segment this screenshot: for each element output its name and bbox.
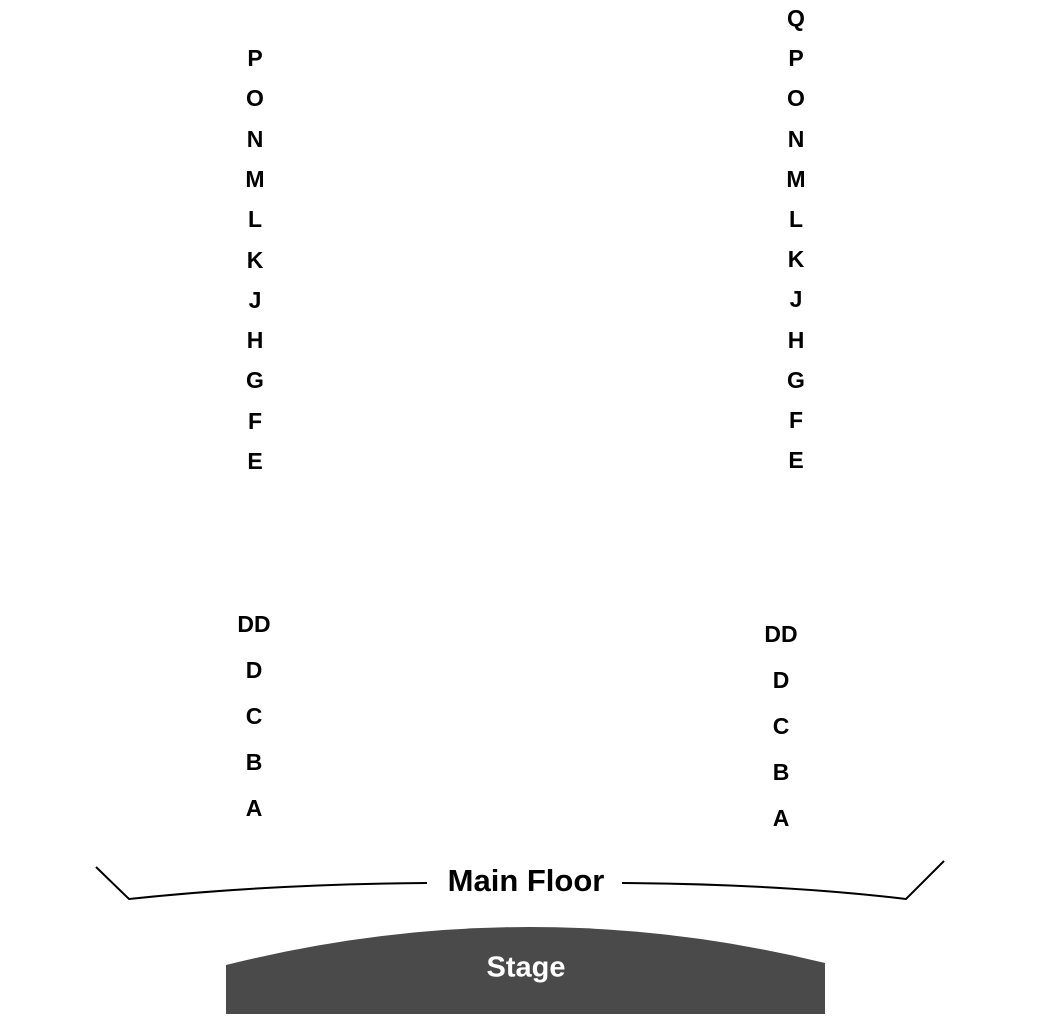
- row-label-dd: DD: [237, 611, 271, 637]
- row-label-l: L: [788, 206, 804, 232]
- row-label-a: A: [772, 805, 790, 831]
- row-label-e: E: [788, 447, 804, 474]
- main-floor-line-right: [621, 860, 945, 901]
- stage-shape: [226, 926, 825, 1014]
- row-label-dd: DD: [764, 621, 798, 647]
- row-label-h: H: [787, 326, 805, 353]
- row-label-o: O: [246, 85, 264, 112]
- stage-label: Stage: [486, 951, 566, 984]
- row-label-a: A: [245, 795, 263, 821]
- row-label-m: M: [245, 165, 265, 192]
- row-label-g: G: [787, 366, 805, 393]
- row-label-p: P: [247, 45, 263, 71]
- row-label-f: F: [788, 407, 804, 433]
- row-label-c: C: [245, 703, 263, 729]
- row-label-q: Q: [787, 5, 805, 31]
- row-label-h: H: [246, 327, 264, 354]
- row-label-p: P: [788, 45, 804, 72]
- row-label-b: B: [245, 749, 263, 775]
- row-label-b: B: [772, 759, 790, 785]
- row-label-d: D: [772, 667, 790, 693]
- main-floor-line-left: [95, 866, 428, 901]
- row-label-k: K: [246, 246, 264, 273]
- row-label-j: J: [789, 286, 803, 313]
- row-label-o: O: [787, 85, 805, 112]
- row-label-k: K: [787, 246, 805, 273]
- row-label-g: G: [246, 367, 264, 394]
- row-label-j: J: [248, 286, 262, 313]
- row-label-f: F: [247, 407, 263, 434]
- main-floor-label: Main Floor: [447, 863, 605, 898]
- row-label-d: D: [245, 657, 263, 683]
- row-label-c: C: [772, 713, 790, 739]
- row-label-l: L: [247, 206, 263, 233]
- row-label-m: M: [786, 165, 806, 192]
- row-label-n: N: [246, 125, 264, 152]
- row-label-e: E: [247, 448, 263, 474]
- row-label-n: N: [787, 125, 805, 152]
